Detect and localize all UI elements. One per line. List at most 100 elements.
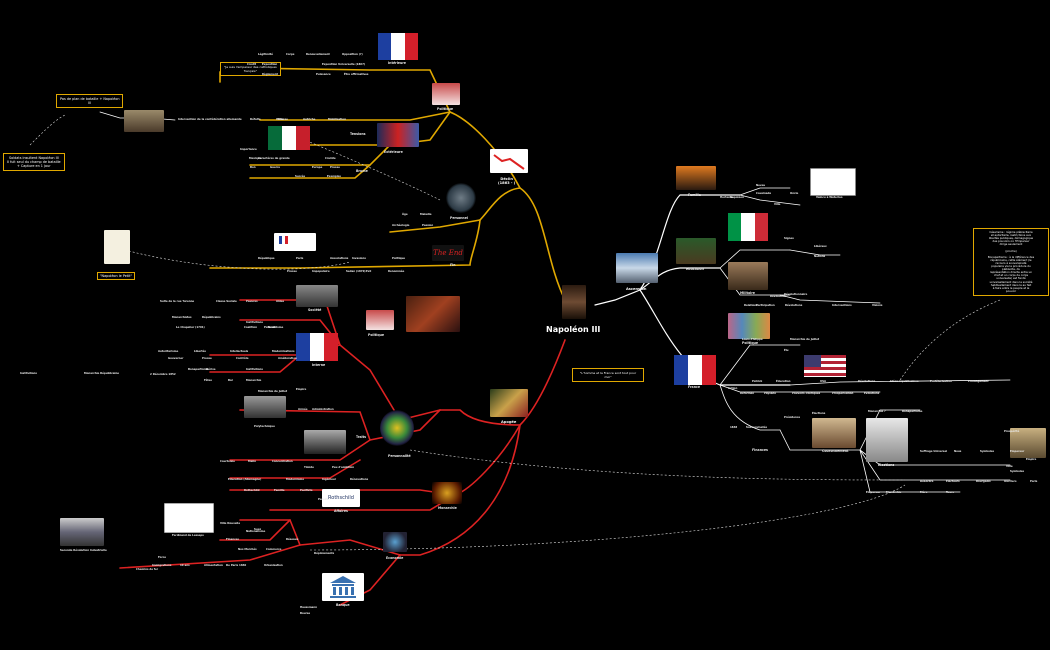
leaf-label[interactable]: Peu d'ambition: [332, 466, 355, 469]
node-ferdinand[interactable]: Ferdinand de Lesseps: [172, 534, 204, 537]
leaf-label[interactable]: Chemins de fer: [136, 568, 159, 571]
leaf-label[interactable]: Institutions: [246, 368, 263, 371]
leaf-label[interactable]: Autoritarisme: [158, 350, 179, 353]
leaf-label[interactable]: Pouvoirs Politiques: [792, 392, 821, 395]
node-societe[interactable]: Société: [308, 308, 322, 312]
leaf-label[interactable]: Cousinade: [756, 192, 772, 195]
leaf-label[interactable]: Intervention de la confédération alleman…: [178, 118, 242, 121]
empereur-note[interactable]: "Je suis l'empereur des catholiques fran…: [220, 62, 281, 76]
leaf-label[interactable]: Empire: [1026, 458, 1037, 461]
leaf-label[interactable]: Monarchie ?: [868, 410, 886, 413]
leaf-label[interactable]: Action: [728, 387, 738, 390]
node-brume[interactable]: Brume: [356, 169, 368, 173]
leaf-label[interactable]: Nous: [954, 450, 962, 453]
leaf-label[interactable]: Opposition (?): [342, 53, 363, 56]
leaf-label[interactable]: Famille: [274, 489, 285, 492]
leaf-label[interactable]: Bon: [250, 166, 256, 169]
leaf-label[interactable]: Symboles: [1010, 470, 1025, 473]
leaf-label[interactable]: Guerre: [270, 166, 281, 169]
leaf-label[interactable]: Bonapartisme: [188, 368, 209, 371]
leaf-label[interactable]: Révolutions: [858, 380, 876, 383]
node-economie[interactable]: Economie: [386, 556, 404, 560]
quote-note[interactable]: "L'homme et la France sont tout pour moi…: [572, 368, 644, 382]
leaf-label[interactable]: Paris: [1030, 480, 1038, 483]
leaf-label[interactable]: Timide: [304, 466, 314, 469]
leaf-label[interactable]: Révolution: [770, 295, 786, 298]
leaf-label[interactable]: Visions: [872, 304, 883, 307]
node-affaires[interactable]: Affaires: [334, 509, 348, 513]
leaf-label[interactable]: Prusse: [330, 166, 340, 169]
leaf-label[interactable]: Haussmann: [300, 606, 318, 609]
leaf-label[interactable]: Monarchie: [246, 379, 262, 382]
node-politique-right[interactable]: Politique: [742, 341, 759, 345]
leaf-label[interactable]: Défaite: [250, 118, 261, 121]
leaf-label[interactable]: Sedan (1870): [346, 270, 366, 273]
leaf-label[interactable]: Évolutions: [864, 392, 880, 395]
node-fin[interactable]: Fin: [450, 263, 456, 267]
leaf-label[interactable]: Tours: [946, 491, 954, 494]
leaf-label[interactable]: Immigrations: [152, 564, 172, 567]
leaf-label[interactable]: Interventions: [832, 304, 852, 307]
leaf-label[interactable]: Associations: [330, 257, 349, 260]
leaf-label[interactable]: Autriche: [303, 118, 316, 121]
node-exterieure[interactable]: Extérieure: [384, 150, 403, 154]
leaf-label[interactable]: Louis-Philippe: [742, 338, 763, 341]
leaf-label[interactable]: Armée: [298, 408, 308, 411]
leaf-label[interactable]: Le Chapelier (1791): [176, 326, 205, 329]
leaf-label[interactable]: Empire: [296, 388, 307, 391]
leaf-label[interactable]: Renouvellement: [306, 53, 330, 56]
leaf-label[interactable]: Idées républicaines: [890, 380, 919, 383]
leaf-label[interactable]: Neveu: [756, 184, 766, 187]
leaf-label[interactable]: Archéologie: [392, 224, 410, 227]
leaf-label[interactable]: Napoléon: [730, 196, 744, 199]
leaf-label[interactable]: Républicains: [202, 316, 221, 319]
leaf-label[interactable]: Désordre: [920, 480, 934, 483]
leaf-label[interactable]: Prolongement: [968, 380, 989, 383]
napoleon-petit-label[interactable]: "Napoléon le Petit": [97, 272, 136, 280]
leaf-label[interactable]: Urbanisation: [264, 564, 283, 567]
node-politique-mid[interactable]: Politique: [368, 333, 385, 337]
soldats-note[interactable]: Soldats insultent Napoléon III Il fuit s…: [3, 153, 65, 171]
leaf-label[interactable]: USA: [820, 380, 826, 383]
node-suite[interactable]: Suite de la rue Turenne: [160, 300, 195, 303]
node-politique-top[interactable]: Politique: [437, 107, 454, 111]
node-interne[interactable]: Interne: [312, 363, 326, 367]
leaf-label[interactable]: Modernisme: [286, 478, 304, 481]
leaf-label[interactable]: Monarchie de Juillet: [790, 338, 820, 341]
leaf-label[interactable]: Monarchie de Juillet: [258, 390, 288, 393]
leaf-label[interactable]: 10 ans: [180, 564, 190, 567]
leaf-label[interactable]: Politique: [392, 257, 406, 260]
branch-declin-label[interactable]: Déclin (1863 - ): [498, 177, 516, 185]
leaf-label[interactable]: Révolutionnaire: [784, 293, 808, 296]
leaf-label[interactable]: 2 Décembre 1852: [150, 373, 176, 376]
leaf-label[interactable]: Vote: [1006, 465, 1013, 468]
leaf-label[interactable]: Fêtes: [204, 379, 212, 382]
node-vaincu[interactable]: Vaincu à Waterloo: [816, 196, 843, 199]
node-banque[interactable]: Banque: [336, 603, 350, 607]
cesarisme-note[interactable]: Césarisme : régime plébiscitaire et auto…: [973, 228, 1049, 296]
leaf-label[interactable]: Crédit: [247, 63, 256, 66]
node-revolution-indus[interactable]: Seconde Révolution Industrielle: [60, 549, 107, 552]
leaf-label[interactable]: Oncle: [790, 192, 799, 195]
leaf-label[interactable]: Concentration: [272, 460, 293, 463]
leaf-label[interactable]: Polytechnique: [254, 425, 275, 428]
leaf-label[interactable]: Patrick: [752, 380, 763, 383]
leaf-label[interactable]: Rénovations: [350, 478, 369, 481]
leaf-label[interactable]: Pauvres: [246, 300, 258, 303]
branch-apogee-label[interactable]: Apogée: [501, 420, 517, 424]
node-france[interactable]: France: [688, 385, 701, 389]
leaf-label[interactable]: Paris: [296, 257, 304, 260]
leaf-label[interactable]: Exposition: [262, 63, 278, 66]
node-elections[interactable]: Elections: [878, 463, 895, 467]
leaf-label[interactable]: Bourse: [300, 612, 311, 615]
leaf-label[interactable]: Nationalisme: [246, 530, 266, 533]
leaf-label[interactable]: Réseaux: [286, 538, 299, 541]
leaf-label[interactable]: Hortense: [720, 196, 734, 199]
leaf-label[interactable]: De Paris 1840: [226, 564, 247, 567]
leaf-label[interactable]: Malin: [248, 460, 256, 463]
leaf-label[interactable]: Prospérisation: [832, 392, 854, 395]
leaf-label[interactable]: Exil: [366, 270, 372, 273]
branch-ascension-label[interactable]: Ascension: [626, 287, 647, 291]
leaf-label[interactable]: Signes: [784, 237, 794, 240]
leaf-label[interactable]: Classe Sociale: [216, 300, 237, 303]
